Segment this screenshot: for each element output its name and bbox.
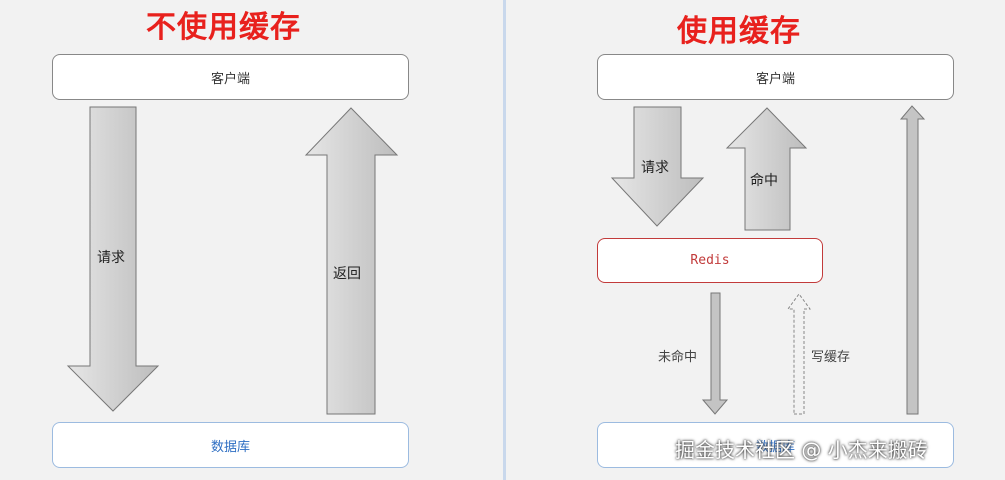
left-request-arrow: [66, 106, 160, 412]
left-db-box: 数据库: [52, 422, 409, 468]
left-title: 不使用缓存: [146, 10, 301, 45]
watermark-text: 掘金技术社区 @ 小杰来搬砖: [675, 438, 928, 462]
left-request-label: 请求: [97, 250, 125, 266]
right-request-arrow: [610, 106, 705, 227]
panel-divider: [503, 0, 506, 480]
left-client-box: 客户端: [52, 54, 409, 100]
left-return-arrow: [304, 107, 399, 415]
left-client-label: 客户端: [210, 71, 250, 87]
right-hit-arrow: [725, 107, 808, 231]
db-return-arrow: [899, 105, 926, 415]
miss-label: 未命中: [658, 350, 698, 365]
right-hit-label: 命中: [750, 173, 778, 189]
write-cache-arrow: [787, 293, 811, 415]
right-client-box: 客户端: [597, 54, 954, 100]
right-db-box: 数据库: [597, 422, 954, 468]
redis-box: Redis: [597, 238, 823, 283]
miss-arrow: [701, 292, 729, 415]
write-cache-label: 写缓存: [811, 350, 851, 365]
right-client-label: 客户端: [755, 71, 795, 87]
right-request-label: 请求: [641, 160, 669, 176]
right-title: 使用缓存: [677, 14, 801, 49]
right-db-label: 数据库: [755, 439, 795, 455]
left-db-label: 数据库: [210, 439, 250, 455]
redis-label: Redis: [690, 253, 730, 268]
left-return-label: 返回: [333, 266, 361, 282]
